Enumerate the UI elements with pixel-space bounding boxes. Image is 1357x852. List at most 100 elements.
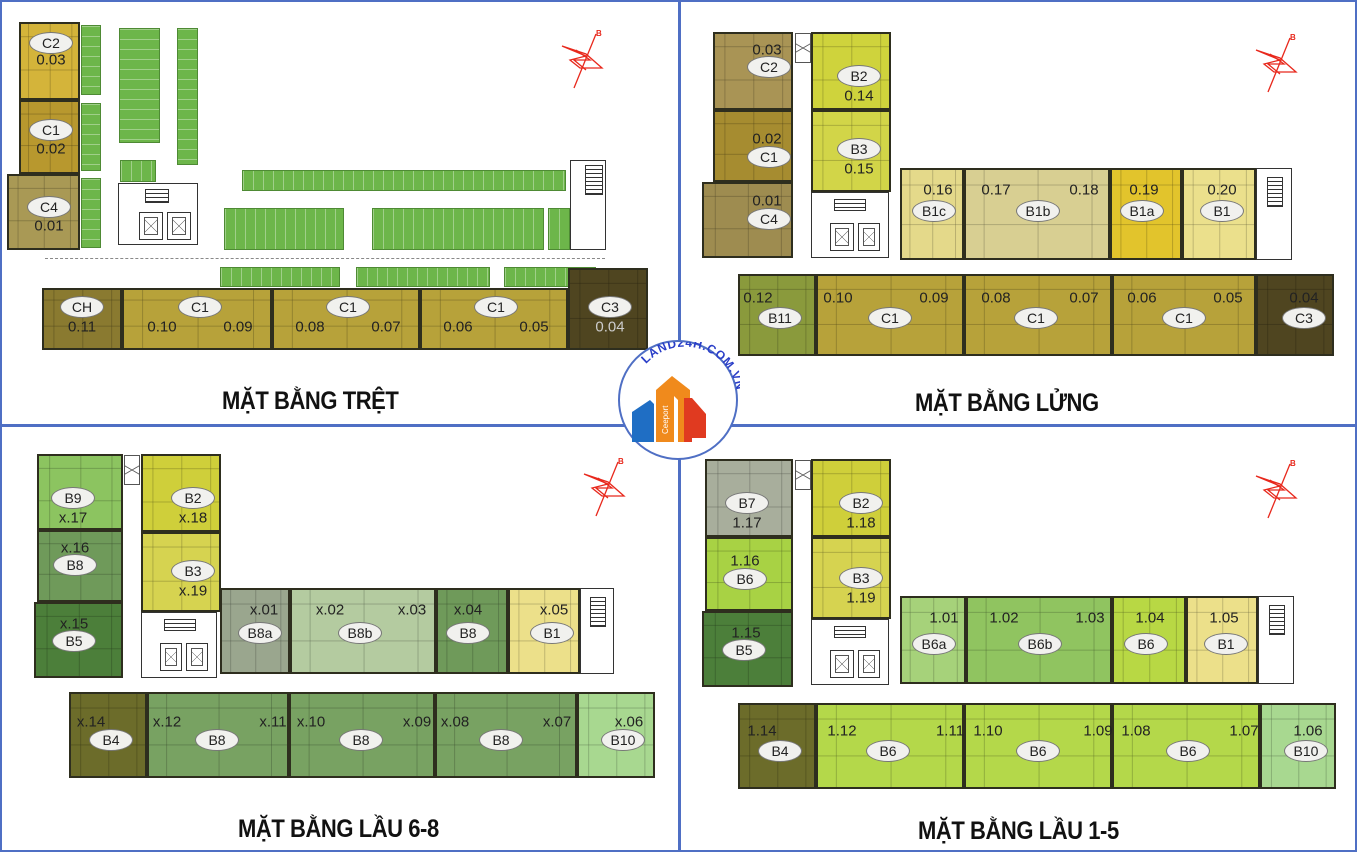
unit-b6a[interactable]: 1.01 B6a [900,596,966,684]
unit-b3[interactable]: B3 x.19 [141,532,221,612]
unit-number: x.09 [402,713,432,731]
unit-number: 0.07 [371,318,401,336]
unit-b2[interactable]: B2 x.18 [141,454,221,532]
unit-b6[interactable]: 1.04 B6 [1112,596,1186,684]
unit-number: 0.20 [1207,181,1237,199]
unit-type-label: C4 [747,208,791,230]
unit-type-label: B3 [839,567,883,589]
unit-b6-pair[interactable]: 1.10 B6 1.09 [964,703,1113,789]
brand-logo[interactable]: Ceeport LAND24H.COM.VN [618,340,740,460]
unit-c1[interactable]: 0.02 C1 [713,110,793,182]
unit-type-label: B8 [53,554,97,576]
unit-c3[interactable]: 0.04 C3 [1256,274,1334,356]
unit-number: x.17 [58,509,88,527]
unit-b8a[interactable]: x.01 B8a [220,588,290,674]
unit-b1b[interactable]: 0.17 B1b 0.18 [964,168,1110,260]
unit-b8[interactable]: x.16 B8 [37,530,123,602]
unit-type-label: C3 [1282,307,1326,329]
panel-mezzanine: 0.03 C2 0.02 C1 0.01 C4 B2 0.14 B3 0.15 … [0,0,1357,424]
unit-b5[interactable]: 1.15 B5 [702,611,793,687]
unit-type-label: B10 [601,729,645,751]
parking-block [548,208,570,250]
unit-c4[interactable]: 0.01 C4 [702,182,793,258]
unit-b8b[interactable]: x.02 B8b x.03 [290,588,436,674]
elevator-core [118,183,198,245]
elevator [858,223,880,251]
unit-number: 1.04 [1135,609,1165,627]
unit-type-label: B8 [479,729,523,751]
unit-type-label: B4 [758,740,802,762]
corridor [795,33,811,63]
unit-b3[interactable]: B3 1.19 [811,537,891,619]
unit-c1-pair[interactable]: C1 0.10 0.09 [122,288,272,350]
unit-b6-pair[interactable]: 1.08 B6 1.07 [1112,703,1260,789]
unit-number: 1.08 [1121,722,1151,740]
unit-type-label: B6 [866,740,910,762]
unit-type-label: C2 [747,56,791,78]
unit-type-label: B8 [195,729,239,751]
unit-type-label: B1c [912,200,956,222]
north-compass-icon: B [561,30,604,89]
unit-type-label: B6 [1166,740,1210,762]
unit-ch[interactable]: CH 0.11 [42,288,122,350]
unit-b3[interactable]: B3 0.15 [811,110,891,192]
unit-b6-pair[interactable]: 1.12 B6 1.11 [816,703,964,789]
unit-b8[interactable]: x.04 B8 [436,588,508,674]
unit-c1-pair[interactable]: 0.10 C1 0.09 [816,274,964,356]
unit-type-label: B6a [912,633,956,655]
unit-type-label: CH [60,296,104,318]
elevator-core [811,192,889,258]
stairs [590,597,606,627]
unit-b1[interactable]: 0.20 B1 [1182,168,1256,260]
unit-b1c[interactable]: 0.16 B1c [900,168,964,260]
parking-block [81,103,101,171]
elevator [160,643,182,671]
unit-number: 1.06 [1293,722,1323,740]
unit-b10[interactable]: x.06 B10 [577,692,655,778]
svg-text:B: B [1290,34,1296,42]
unit-number: 1.05 [1209,609,1239,627]
unit-b6b[interactable]: 1.02 B6b 1.03 [966,596,1112,684]
unit-b9[interactable]: B9 x.17 [37,454,123,530]
service-core [1258,596,1294,684]
unit-b1a[interactable]: 0.19 B1a [1110,168,1182,260]
unit-b8-pair[interactable]: x.08 B8 x.07 [435,692,577,778]
unit-type-label: B2 [171,487,215,509]
elevator [167,212,191,240]
unit-b8-pair[interactable]: x.10 B8 x.09 [289,692,435,778]
unit-c1-pair[interactable]: C1 0.06 0.05 [420,288,568,350]
unit-c1-pair[interactable]: 0.06 C1 0.05 [1112,274,1256,356]
unit-c1-pair[interactable]: C1 0.08 0.07 [272,288,420,350]
unit-type-label: B1 [1204,633,1248,655]
unit-type-label: B6 [1016,740,1060,762]
unit-type-label: B2 [837,65,881,87]
unit-c1-pair[interactable]: 0.08 C1 0.07 [964,274,1112,356]
unit-number: 1.18 [846,514,876,532]
unit-b4[interactable]: 1.14 B4 [738,703,816,789]
unit-c2[interactable]: C2 0.03 [19,22,80,100]
unit-type-label: B5 [722,639,766,661]
unit-c3[interactable]: C3 0.04 [568,268,648,350]
unit-b11[interactable]: 0.12 B11 [738,274,816,356]
unit-number: x.03 [397,601,427,619]
unit-b6[interactable]: 1.16 B6 [705,537,793,611]
unit-number: 1.01 [929,609,959,627]
unit-b2[interactable]: B2 1.18 [811,459,891,537]
unit-c4[interactable]: C4 0.01 [7,174,80,250]
unit-c1[interactable]: C1 0.02 [19,100,80,174]
unit-b7[interactable]: B7 1.17 [705,459,793,537]
unit-b5[interactable]: x.15 B5 [34,602,123,678]
unit-number: x.01 [249,601,279,619]
building-logo-icon: Ceeport LAND24H.COM.VN [632,342,740,442]
unit-b8-pair[interactable]: x.12 B8 x.11 [147,692,289,778]
unit-c2[interactable]: 0.03 C2 [713,32,793,110]
unit-b10[interactable]: 1.06 B10 [1260,703,1336,789]
corridor [795,460,811,490]
unit-number: 0.09 [919,289,949,307]
unit-b2[interactable]: B2 0.14 [811,32,891,110]
unit-type-label: B8 [339,729,383,751]
panel-title: MẶT BẰNG LẦU 6-8 [238,815,439,843]
unit-b4[interactable]: x.14 B4 [69,692,147,778]
unit-b1[interactable]: 1.05 B1 [1186,596,1258,684]
unit-b1[interactable]: x.05 B1 [508,588,580,674]
